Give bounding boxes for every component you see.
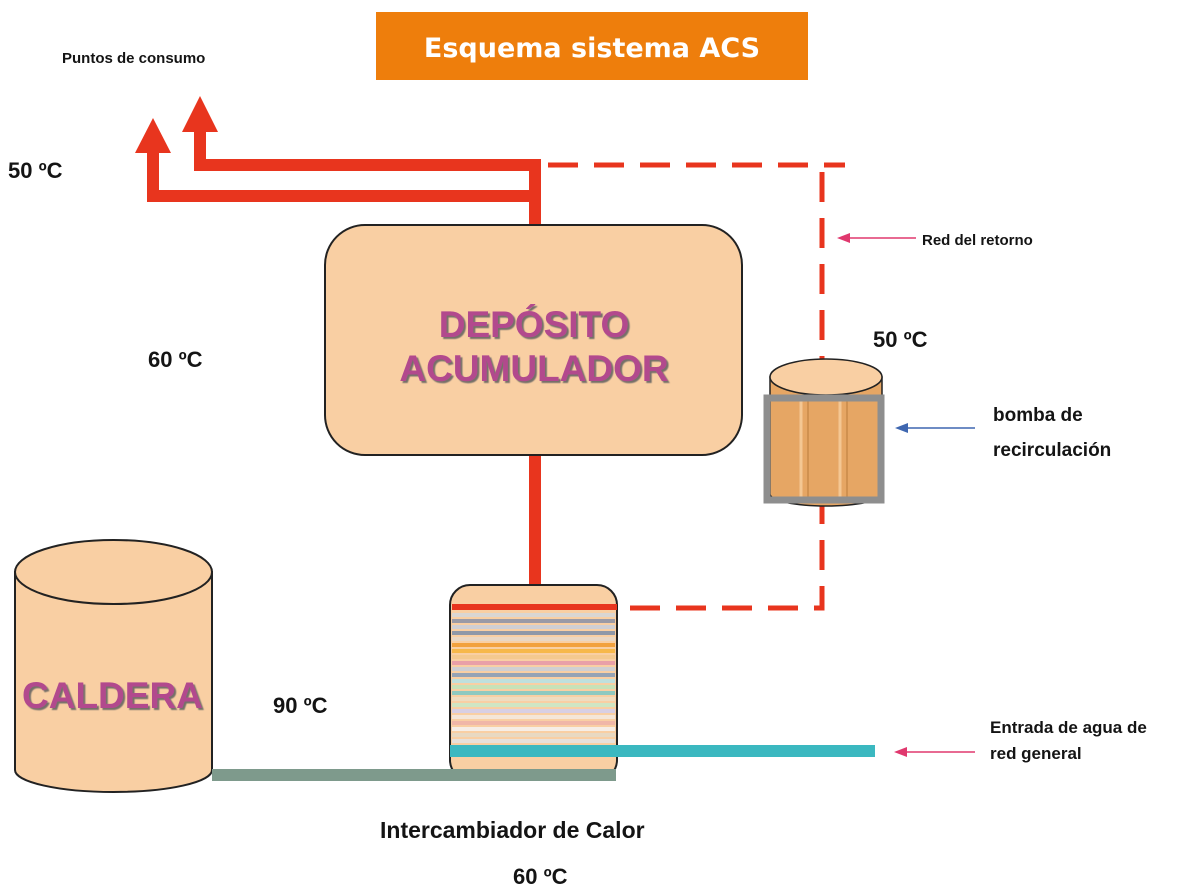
exchanger-coil-stripe xyxy=(452,685,615,689)
storage-tank-label-line2: ACUMULADOR xyxy=(399,348,668,389)
boiler-body xyxy=(14,571,213,793)
exchanger-coil-stripe xyxy=(452,631,615,635)
pump-top xyxy=(769,358,883,396)
recirculation-pump xyxy=(763,358,885,507)
pump-pointer xyxy=(895,423,975,433)
exchanger-coil-stripe xyxy=(452,649,615,653)
supply-pipe-lower xyxy=(147,150,535,202)
title-banner xyxy=(376,12,808,80)
inlet-label-line1: Entrada de agua de xyxy=(990,718,1147,737)
consumption-points-label: Puntos de consumo xyxy=(62,50,205,67)
arrow-left-icon xyxy=(837,233,850,243)
exchanger-coil-stripe xyxy=(452,703,615,707)
inlet-label-line2: red general xyxy=(990,744,1082,763)
exchanger-coil-stripe xyxy=(452,655,615,659)
exchanger-coil-stripe xyxy=(452,625,615,629)
exchanger-coil-stripe xyxy=(452,739,615,743)
arrow-left-icon xyxy=(894,747,907,757)
exchanger-coil-stripe xyxy=(452,643,615,647)
boiler-temperature: 90 ºC xyxy=(273,693,328,718)
pump-label-line2: recirculación xyxy=(993,440,1111,461)
deposit-temperature: 60 ºC xyxy=(148,347,203,372)
exchanger-coil-stripe xyxy=(452,733,615,737)
pump-frame xyxy=(763,394,885,504)
arrow-up-icon xyxy=(135,118,171,153)
exchanger-coil-stripe xyxy=(452,727,615,731)
return-network-label: Red del retorno xyxy=(922,232,1033,249)
arrow-left-icon xyxy=(895,423,908,433)
return-pointer xyxy=(837,233,916,243)
boiler xyxy=(14,539,213,793)
exchanger-coil-stripe xyxy=(452,673,615,677)
exchanger-coil-stripe xyxy=(452,721,615,725)
boiler-label: CALDERA xyxy=(22,675,203,716)
inlet-pointer xyxy=(894,747,975,757)
boiler-top xyxy=(14,539,213,605)
storage-tank xyxy=(324,224,743,456)
exchanger-coils xyxy=(452,613,615,743)
exchanger-coil-stripe xyxy=(452,619,615,623)
exchanger-coil-stripe xyxy=(452,697,615,701)
pump-label-line1: bomba de xyxy=(993,405,1083,426)
return-pipe-vertical xyxy=(617,172,825,611)
storage-tank-label-line1: DEPÓSITO xyxy=(439,303,630,345)
return-temperature: 50 ºC xyxy=(873,327,928,352)
exchanger-coil-stripe xyxy=(452,667,615,671)
exchanger-coil-stripe xyxy=(452,661,615,665)
arrow-up-icon xyxy=(182,96,218,132)
outlet-temperature: 50 ºC xyxy=(8,158,63,183)
heat-exchanger-label: Intercambiador de Calor xyxy=(380,817,645,843)
exchanger-coil-stripe xyxy=(452,709,615,713)
exchanger-coil-stripe xyxy=(452,679,615,683)
exchanger-coil-stripe xyxy=(452,613,615,617)
exchanger-coil-stripe xyxy=(452,637,615,641)
exchanger-coil-stripe xyxy=(452,715,615,719)
exchanger-coil-stripe xyxy=(452,691,615,695)
exchanger-temperature: 60 ºC xyxy=(513,864,568,889)
supply-pipe-upper xyxy=(194,128,541,228)
diagram-title: Esquema sistema ACS xyxy=(424,33,760,64)
